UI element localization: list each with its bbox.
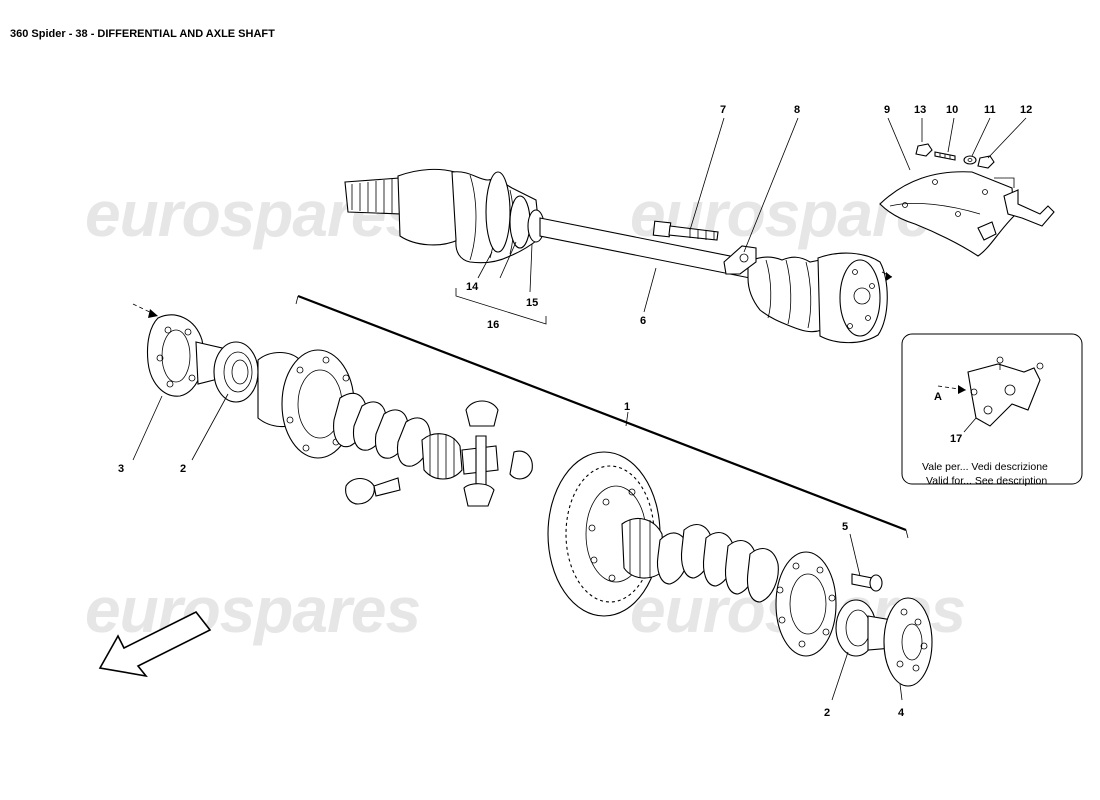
callout-2-right: 2	[824, 707, 830, 719]
callout-labels: 7 8 9 13 10 11 12 14 15 16 6 1 3 2 5 2 4	[118, 104, 1032, 719]
detail-inset: A 17 Vale per... Vedi descrizione Valid …	[901, 333, 1083, 487]
differential-right-group	[547, 451, 933, 687]
callout-14: 14	[466, 281, 479, 293]
callout-8: 8	[794, 104, 800, 116]
callout-2-left: 2	[180, 463, 186, 475]
leader-lines	[132, 117, 1027, 701]
callout-17: 17	[950, 433, 962, 445]
callout-11: 11	[984, 104, 996, 116]
callout-3: 3	[118, 463, 124, 475]
differential-left-group	[132, 303, 533, 507]
watermark-bottom-left: eurospares	[85, 574, 420, 646]
callout-10: 10	[946, 104, 958, 116]
callout-6: 6	[640, 315, 646, 327]
note-english: Valid for... See description	[926, 475, 1047, 487]
page-title: 360 Spider - 38 - DIFFERENTIAL AND AXLE …	[10, 28, 275, 40]
callout-9: 9	[884, 104, 890, 116]
axle-shaft-assembly	[344, 168, 893, 344]
callout-16: 16	[487, 319, 499, 331]
callout-1: 1	[624, 401, 630, 413]
callout-15: 15	[526, 297, 538, 309]
heat-shield-assembly	[879, 143, 1055, 257]
callout-5: 5	[842, 521, 848, 533]
note-italian: Vale per... Vedi descrizione	[922, 461, 1048, 473]
callout-13: 13	[914, 104, 926, 116]
callout-4: 4	[898, 707, 905, 719]
callout-7: 7	[720, 104, 726, 116]
callout-12: 12	[1020, 104, 1032, 116]
view-letter-a: A	[934, 391, 942, 403]
direction-arrow-icon	[98, 610, 212, 678]
